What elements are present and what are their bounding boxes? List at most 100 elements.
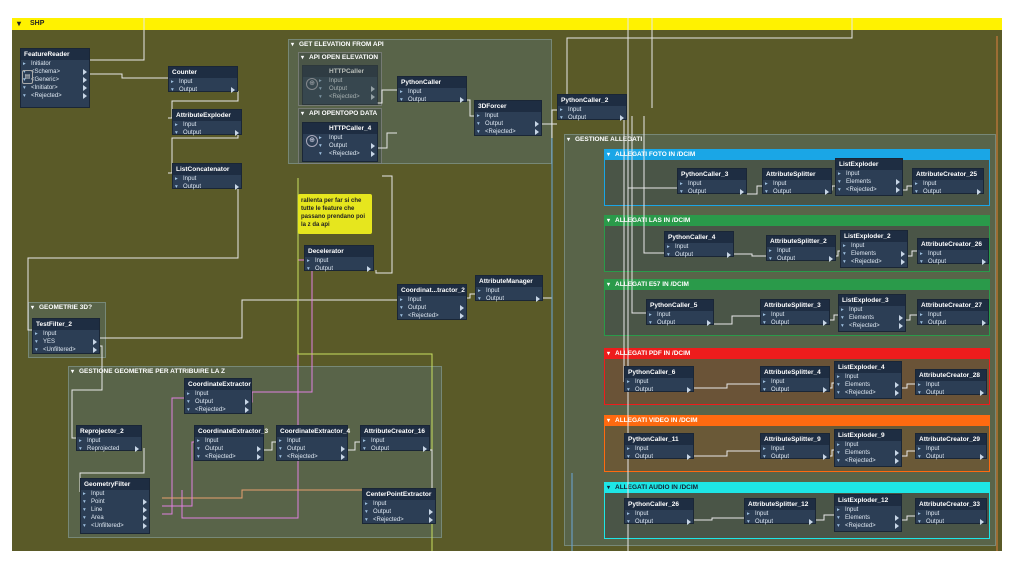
output-port[interactable] [977, 189, 981, 195]
output-port[interactable] [896, 179, 900, 185]
output-port[interactable] [809, 519, 813, 525]
output-port[interactable] [257, 454, 261, 460]
output-port[interactable] [899, 315, 903, 321]
node-pythoncaller[interactable]: PythonCaller ▸Input ▾Output [397, 76, 467, 103]
output-port[interactable] [823, 387, 827, 393]
output-port[interactable] [460, 97, 464, 103]
output-port[interactable] [231, 87, 235, 93]
node-attributeexploder[interactable]: AttributeExploder ▸Input ▾Output [172, 109, 242, 136]
output-port[interactable] [93, 339, 97, 345]
node-pythoncaller-2[interactable]: PythonCaller_2 ▸Input ▾Output [557, 94, 627, 121]
output-port[interactable] [93, 347, 97, 353]
output-port[interactable] [460, 313, 464, 319]
node-listconcatenator[interactable]: ListConcatenator ▸Input ▾Output [172, 163, 242, 190]
output-port[interactable] [235, 184, 239, 190]
output-port[interactable] [896, 187, 900, 193]
chevron-down-icon[interactable]: ▾ [17, 19, 22, 28]
node-featurereader[interactable]: FeatureReader ▸Initiator ▾<Schema> ▾<Gen… [20, 48, 90, 108]
output-port[interactable] [980, 519, 984, 525]
output-port[interactable] [620, 115, 624, 121]
output-port[interactable] [829, 256, 833, 262]
output-port[interactable] [83, 69, 87, 75]
output-port[interactable] [371, 94, 375, 100]
output-port[interactable] [429, 509, 433, 515]
node-pythoncaller-5[interactable]: PythonCaller_5▸Input▾Output [646, 299, 714, 326]
output-port[interactable] [901, 251, 905, 257]
node-pythoncaller-6[interactable]: PythonCaller_6▸Input▾Output [624, 366, 694, 393]
node-counter[interactable]: Counter ▸Input ▾Output [168, 66, 238, 93]
output-port[interactable] [535, 129, 539, 135]
output-port[interactable] [371, 86, 375, 92]
node-coordinateextractor-4[interactable]: CoordinateExtractor_4 ▸Input ▾Output ▾<R… [276, 425, 350, 461]
output-port[interactable] [341, 446, 345, 452]
node-centerpointextractor[interactable]: CenterPointExtractor ▸Input ▾Output ▾<Re… [362, 488, 436, 524]
node-pythoncaller-26[interactable]: PythonCaller_26▸Input▾Output [624, 498, 694, 525]
node-httpcaller[interactable]: HTTPCaller ▸Input ▾Output ▾<Rejected> ⊕ [302, 65, 378, 105]
node-attributecreator-25[interactable]: AttributeCreator_25▸Input▾Output [912, 168, 984, 195]
output-port[interactable] [143, 515, 147, 521]
node-attributecreator-28[interactable]: AttributeCreator_28▸Input▾Output [915, 369, 987, 396]
chevron-down-icon[interactable]: ▾ [607, 485, 611, 491]
output-port[interactable] [980, 390, 984, 396]
node-httpcaller-4[interactable]: HTTPCaller_4 ▸Input ▾Output ▾<Rejected> … [302, 122, 378, 162]
output-port[interactable] [895, 515, 899, 521]
chevron-down-icon[interactable]: ▾ [301, 55, 305, 61]
output-port[interactable] [823, 320, 827, 326]
output-port[interactable] [235, 130, 239, 136]
chevron-down-icon[interactable]: ▾ [301, 111, 305, 117]
output-port[interactable] [901, 259, 905, 265]
output-port[interactable] [429, 517, 433, 523]
node-attributesplitter-12[interactable]: AttributeSplitter_12▸Input▾Output [744, 498, 816, 525]
node-attributemanager[interactable]: AttributeManager ▸Input ▾Output [475, 275, 543, 302]
output-port[interactable] [980, 454, 984, 460]
node-listexploder-3[interactable]: ListExploder_3▸Input▾Elements▾<Rejected> [838, 294, 906, 332]
output-port[interactable] [135, 446, 139, 452]
output-port[interactable] [982, 320, 986, 326]
output-port[interactable] [707, 320, 711, 326]
node-attributesplitter-9[interactable]: AttributeSplitter_9▸Input▾Output [760, 433, 830, 460]
output-port[interactable] [740, 189, 744, 195]
chevron-down-icon[interactable]: ▾ [607, 418, 611, 424]
output-port[interactable] [982, 259, 986, 265]
node-listexploder-12[interactable]: ListExploder_12▸Input▾Elements▾<Rejected… [834, 494, 902, 532]
node-listexploder-4[interactable]: ListExploder_4▸Input▾Elements▾<Rejected> [834, 361, 902, 399]
chevron-down-icon[interactable]: ▾ [31, 305, 35, 311]
output-port[interactable] [143, 507, 147, 513]
node-geometryfilter[interactable]: GeometryFilter ▸Input ▾Point ▾Line ▾Area… [80, 478, 150, 534]
node-attributecreator-16[interactable]: AttributeCreator_16 ▸Input ▾Output [360, 425, 430, 452]
output-port[interactable] [83, 77, 87, 83]
chevron-down-icon[interactable]: ▾ [607, 152, 611, 158]
output-port[interactable] [341, 454, 345, 460]
node-attributesplitter-3[interactable]: AttributeSplitter_3▸Input▾Output [760, 299, 830, 326]
node-decelerator[interactable]: Decelerator ▸Input ▾Output [304, 245, 374, 272]
output-port[interactable] [727, 252, 731, 258]
output-port[interactable] [245, 399, 249, 405]
node-listexploder[interactable]: ListExploder▸Input▾Elements▾<Rejected> [835, 158, 903, 196]
node-coordinateextractor-2[interactable]: Coordinat...tractor_2 ▸Input ▾Output ▾<R… [397, 284, 467, 320]
workspace-canvas[interactable]: ▾SHP ▾GET ELEVATION FROM API ▾API OPEN E… [12, 18, 1002, 551]
output-port[interactable] [371, 151, 375, 157]
node-attributecreator-29[interactable]: AttributeCreator_29▸Input▾Output [915, 433, 987, 460]
chevron-down-icon[interactable]: ▾ [291, 42, 295, 48]
node-testfilter-2[interactable]: TestFilter_2 ▸Input ▾YES ▾<Unfiltered> [32, 318, 100, 354]
node-attributesplitter[interactable]: AttributeSplitter▸Input▾Output [762, 168, 832, 195]
output-port[interactable] [895, 450, 899, 456]
output-port[interactable] [895, 523, 899, 529]
node-attributesplitter-2[interactable]: AttributeSplitter_2▸Input▾Output [766, 235, 836, 262]
chevron-down-icon[interactable]: ▾ [607, 218, 611, 224]
node-attributesplitter-4[interactable]: AttributeSplitter_4▸Input▾Output [760, 366, 830, 393]
output-port[interactable] [895, 458, 899, 464]
output-port[interactable] [83, 93, 87, 99]
output-port[interactable] [536, 296, 540, 302]
chevron-down-icon[interactable]: ▾ [607, 351, 611, 357]
output-port[interactable] [899, 323, 903, 329]
output-port[interactable] [687, 387, 691, 393]
node-listexploder-2[interactable]: ListExploder_2▸Input▾Elements▾<Rejected> [840, 230, 908, 268]
node-listexploder-9[interactable]: ListExploder_9▸Input▾Elements▾<Rejected> [834, 429, 902, 467]
chevron-down-icon[interactable]: ▾ [71, 369, 75, 375]
node-attributecreator-26[interactable]: AttributeCreator_26▸Input▾Output [917, 238, 989, 265]
node-coordinateextractor-3[interactable]: CoordinateExtractor_3 ▸Input ▾Output ▾<R… [194, 425, 268, 461]
node-attributecreator-33[interactable]: AttributeCreator_33▸Input▾Output [915, 498, 987, 525]
output-port[interactable] [423, 446, 427, 452]
node-pythoncaller-4[interactable]: PythonCaller_4▸Input▾Output [664, 231, 734, 258]
